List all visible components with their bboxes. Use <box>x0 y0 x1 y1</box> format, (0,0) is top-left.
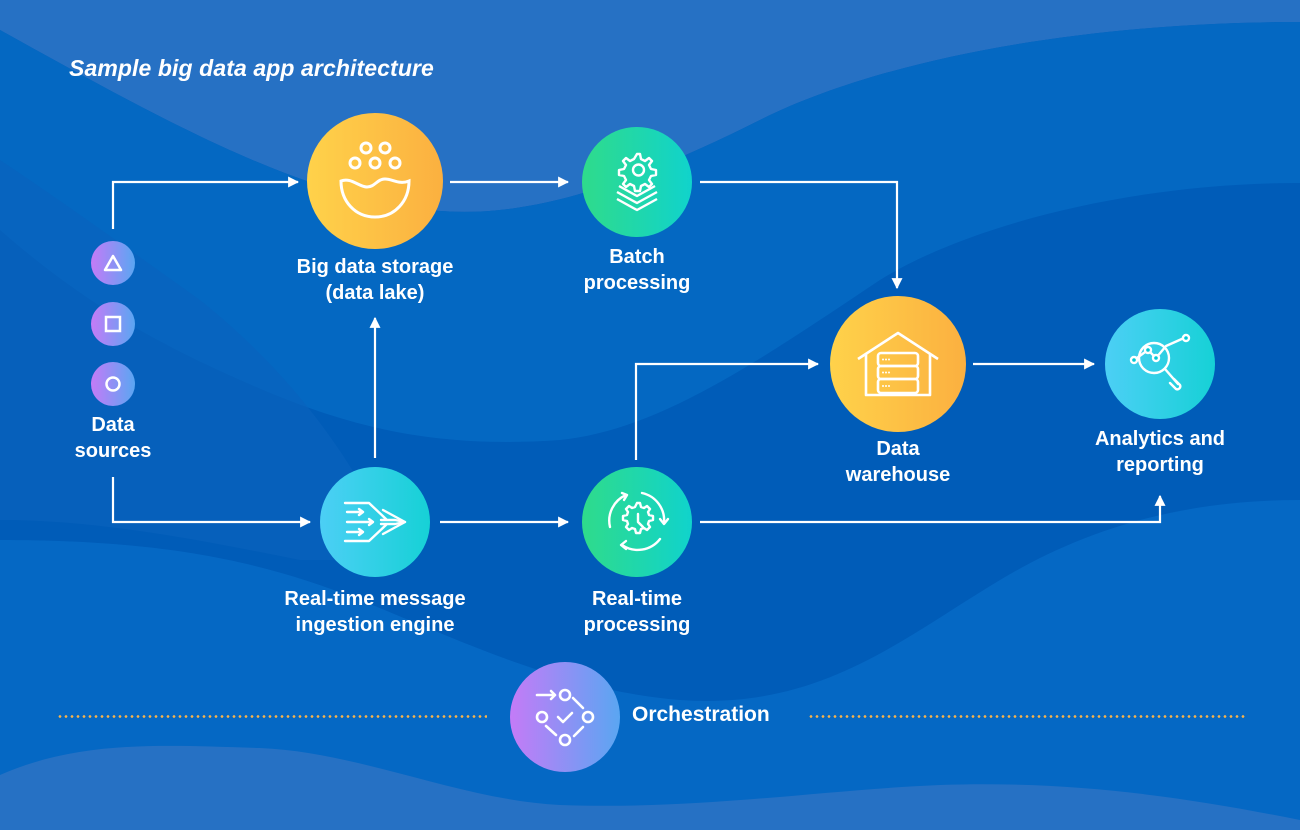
orchestration-dotted-line-right <box>808 715 1245 718</box>
triangle-icon <box>103 254 123 272</box>
data-source-triangle <box>91 241 135 285</box>
big-data-storage-label: Big data storage (data lake) <box>296 256 454 304</box>
node-orchestration[interactable] <box>510 662 620 772</box>
orchestration-dotted-line-left <box>57 715 487 718</box>
wave-bottom-light <box>0 745 1300 830</box>
node-data-warehouse[interactable] <box>830 296 966 432</box>
ingestion-arrows-icon <box>343 501 407 543</box>
ingestion-engine-label: Real-time message ingestion engine <box>284 588 466 636</box>
node-big-data-storage[interactable] <box>307 113 443 249</box>
data-warehouse-label: Data warehouse <box>845 438 951 486</box>
realtime-gear-clock-icon <box>608 491 670 552</box>
analytics-magnifier-icon <box>1129 333 1191 391</box>
data-sources-label: Data sources <box>74 414 152 462</box>
square-icon <box>104 315 122 333</box>
orchestration-workflow-icon <box>535 688 595 747</box>
realtime-processing-label: Real-time processing <box>583 588 691 636</box>
warehouse-icon <box>857 331 939 397</box>
node-batch-processing[interactable] <box>582 127 692 237</box>
analytics-reporting-label: Analytics and reporting <box>1094 428 1226 476</box>
batch-processing-label: Batch processing <box>583 246 691 294</box>
data-lake-icon <box>339 141 411 219</box>
node-analytics-reporting[interactable] <box>1105 309 1215 419</box>
data-source-square <box>91 302 135 346</box>
diagram-title: Sample big data app architecture <box>69 55 434 81</box>
orchestration-label: Orchestration <box>632 703 770 726</box>
node-realtime-processing[interactable] <box>582 467 692 577</box>
data-source-circle <box>91 362 135 406</box>
circle-icon <box>105 376 121 392</box>
wave-bottom-mid <box>0 500 1300 830</box>
node-ingestion-engine[interactable] <box>320 467 430 577</box>
batch-gear-layers-icon <box>616 152 658 212</box>
